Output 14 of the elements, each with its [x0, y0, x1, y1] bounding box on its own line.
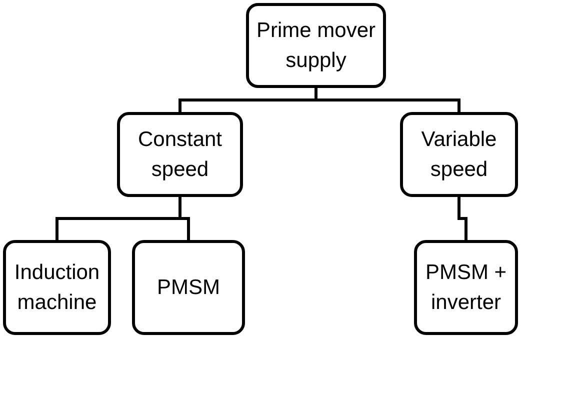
node-box: [117, 112, 243, 197]
node-box: [246, 3, 386, 88]
connector-line: [458, 197, 468, 240]
node-box: [414, 240, 518, 335]
node-box: [132, 240, 245, 335]
node-box: [400, 112, 518, 197]
node-label: Induction machine: [13, 260, 101, 316]
node-label: Prime mover supply: [255, 18, 377, 74]
node-label: PMSM: [157, 274, 220, 300]
node-box: [3, 240, 111, 335]
node-label: Constant speed: [136, 126, 224, 182]
node-label: PMSM + inverter: [424, 260, 508, 316]
connector-line: [178, 197, 190, 240]
node-label: Variable speed: [420, 126, 498, 182]
